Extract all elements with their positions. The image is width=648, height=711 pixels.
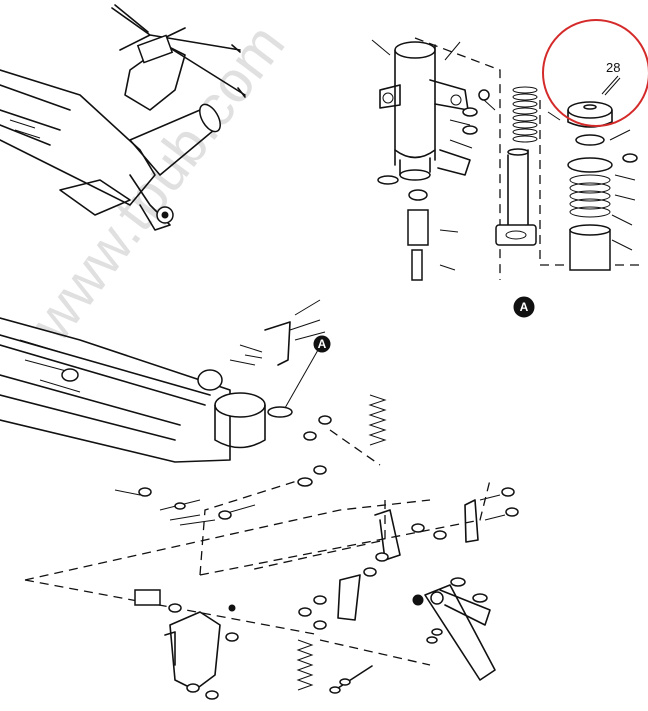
detail-a-label: A (520, 300, 529, 314)
detail-a-marker (513, 296, 535, 318)
detail-a-group: A (371, 37, 640, 318)
callout-28[interactable]: 28 (542, 19, 648, 127)
callout-circle (542, 19, 648, 127)
spring-stack (512, 86, 538, 143)
main-assembly: A (0, 299, 519, 700)
detail-a-pointer-label: A (318, 337, 327, 351)
detail-a-pointer (313, 335, 331, 353)
helicopter-illustration (0, 4, 246, 231)
watermark-text: www.tpub.com (18, 12, 297, 353)
callout-number: 28 (606, 60, 620, 75)
